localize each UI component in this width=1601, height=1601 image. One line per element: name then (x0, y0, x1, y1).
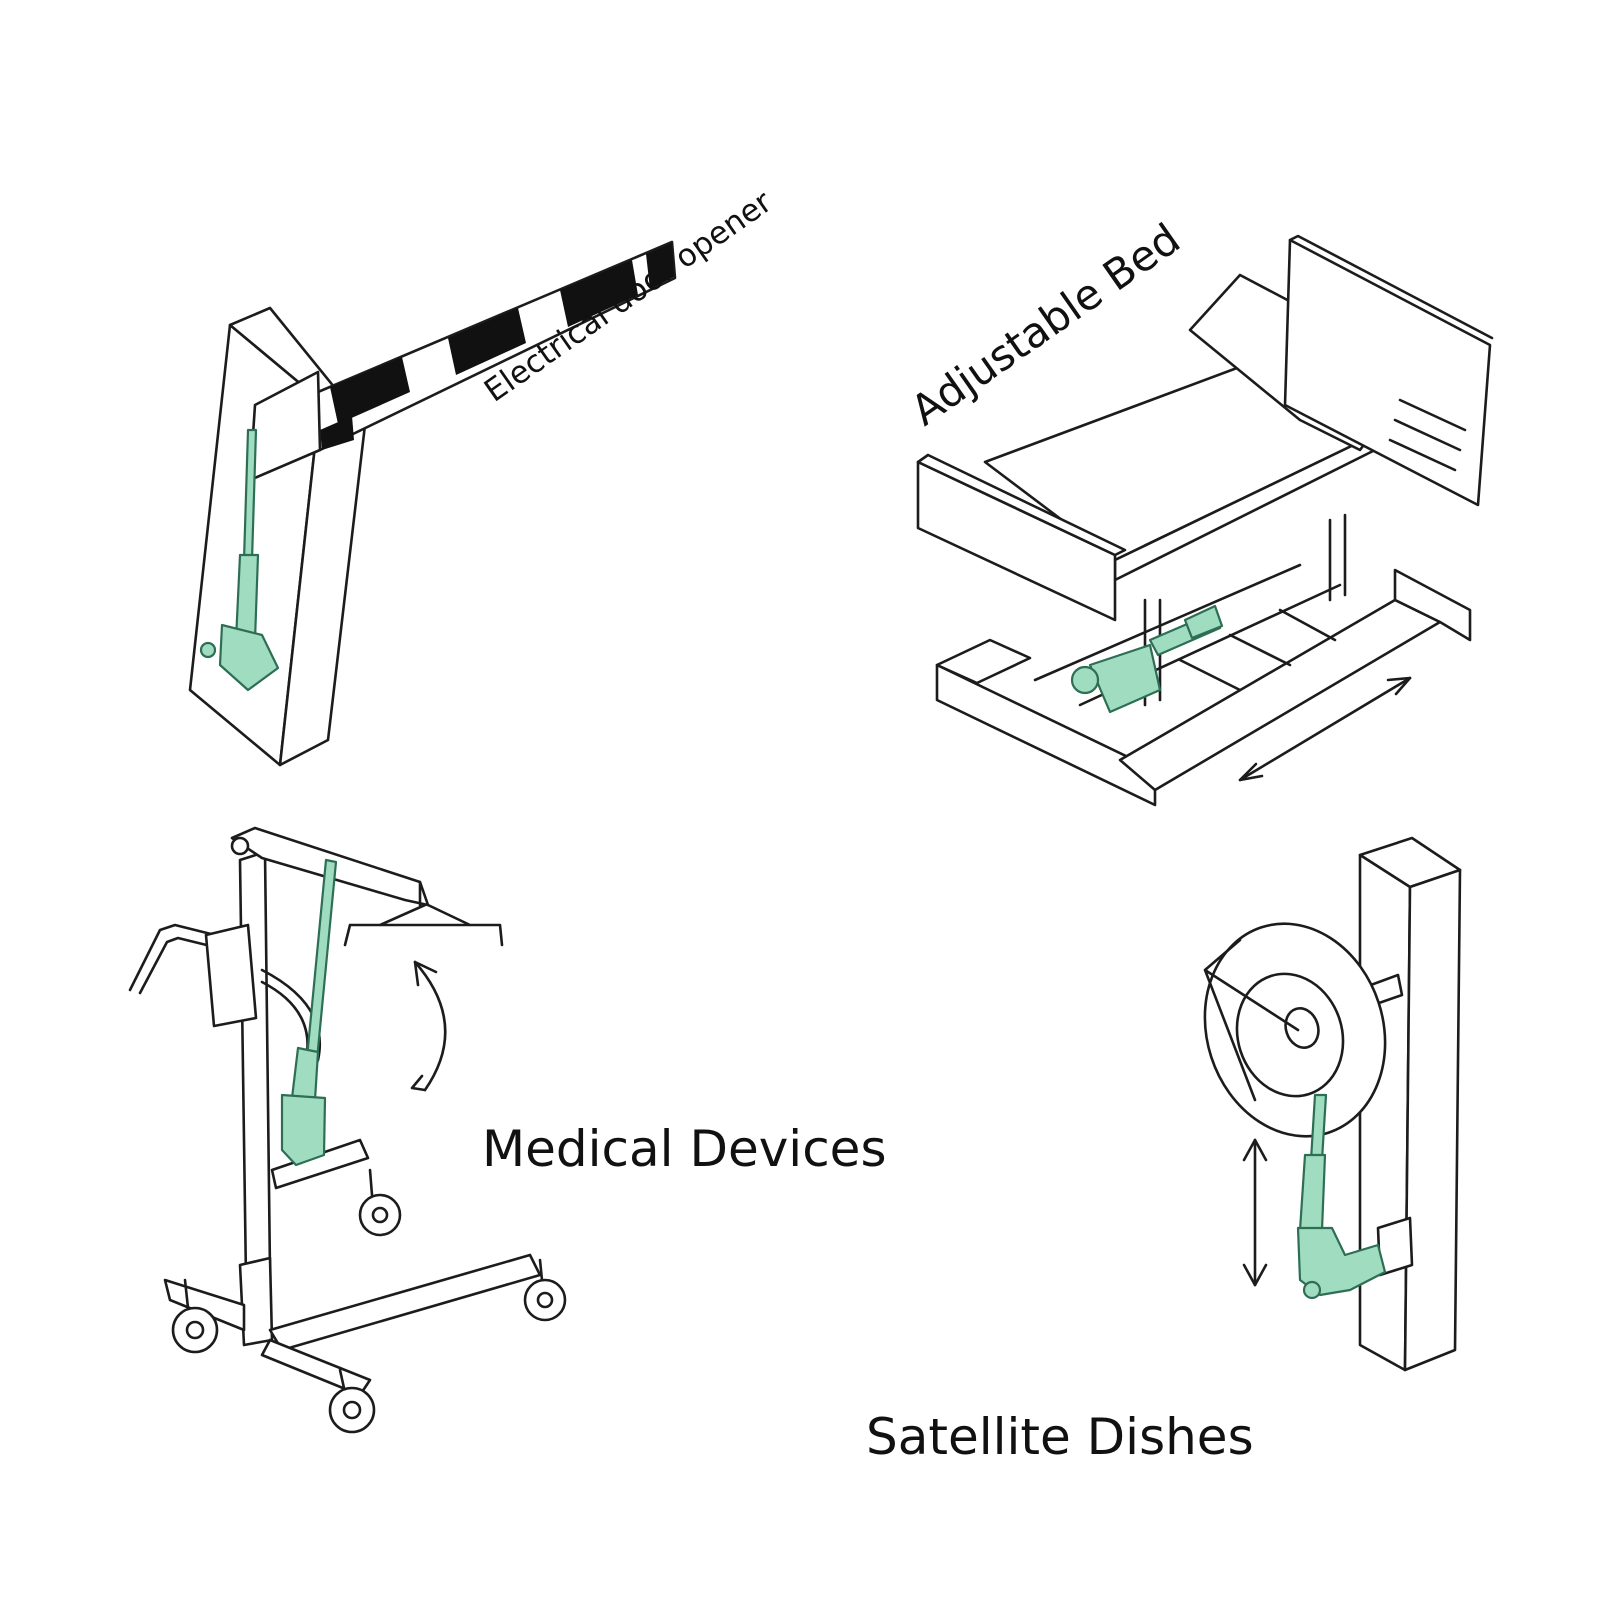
lift-swing-arrow (410, 960, 447, 1092)
barrier-gate-illustration (188, 240, 677, 767)
label-satellite-dishes: Satellite Dishes (866, 1408, 1254, 1466)
satellite-dish-illustration (1203, 836, 1462, 1372)
lift-actuator (280, 858, 338, 1167)
bed-actuators (1070, 604, 1224, 714)
dish-motion-arrow (1242, 1138, 1268, 1287)
patient-lift-illustration (128, 826, 567, 1434)
dish-actuator (1296, 1093, 1387, 1300)
lift-casters (171, 1168, 567, 1434)
door-actuator (199, 428, 280, 692)
label-medical-devices: Medical Devices (482, 1120, 887, 1178)
adjustable-bed-illustration (916, 234, 1494, 807)
bed-motion-arrow (1238, 676, 1412, 782)
barrier-arm (316, 240, 677, 452)
